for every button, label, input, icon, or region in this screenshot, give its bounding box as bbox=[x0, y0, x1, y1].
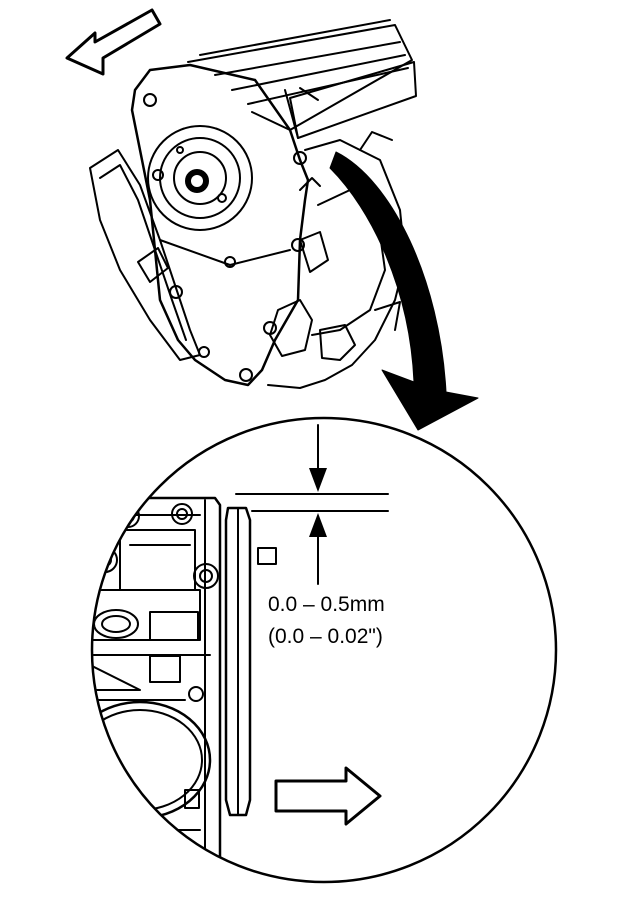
arrow-left-outline-icon bbox=[65, 8, 162, 76]
clearance-metric-label: 0.0 – 0.5mm bbox=[268, 593, 385, 616]
arrow-right-outline-icon bbox=[274, 766, 382, 826]
detail-view-circle bbox=[90, 416, 558, 884]
clearance-imperial-label: (0.0 – 0.02") bbox=[268, 625, 383, 648]
curved-arrow-down-icon bbox=[329, 151, 479, 431]
